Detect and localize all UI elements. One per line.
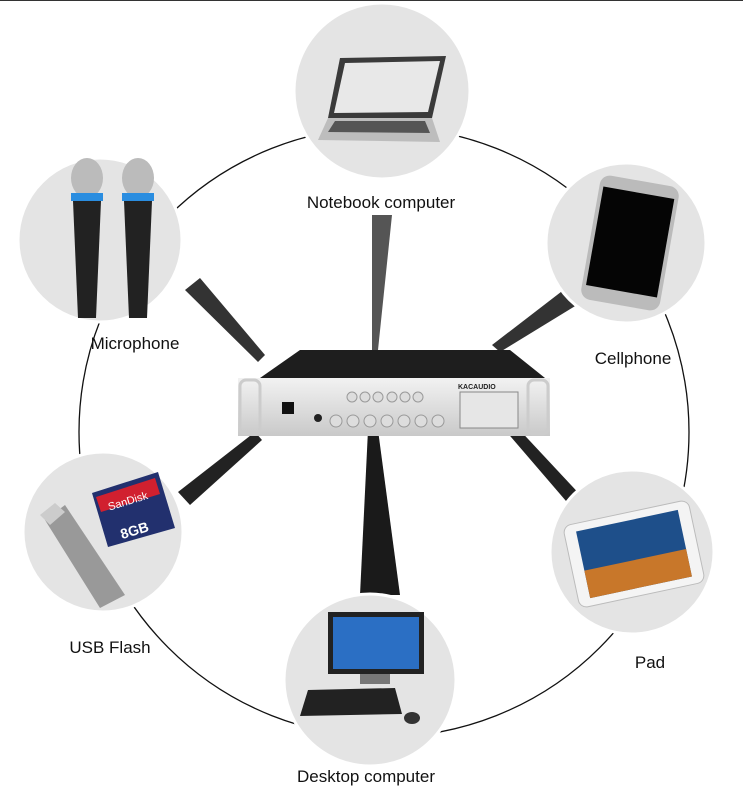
spoke-desktop [360,430,400,595]
spoke-microphone [185,278,265,362]
label-pad: Pad [634,653,666,672]
label-desktop: Desktop computer [297,767,435,786]
label-microphone: Microphone [90,334,180,353]
cellphone-icon [581,175,679,311]
spoke-usb [178,432,262,505]
amplifier: KACAUDIO [238,350,550,436]
desktop-icon [300,612,424,724]
spoke-notebook [372,215,392,350]
label-usb-flash: USB Flash [69,638,151,657]
sd-card-icon: SanDisk 8GB [92,472,175,547]
spoke-cellphone [492,285,585,352]
laptop-icon [318,56,446,142]
amplifier-brand: KACAUDIO [458,384,496,391]
spoke-pad [505,425,585,508]
label-notebook: Notebook computer [306,193,456,212]
microphone-icon [71,158,154,318]
pad-icon [563,500,705,608]
label-cellphone: Cellphone [594,349,672,368]
spokes [178,215,585,595]
usb-flash-icon [40,503,125,608]
